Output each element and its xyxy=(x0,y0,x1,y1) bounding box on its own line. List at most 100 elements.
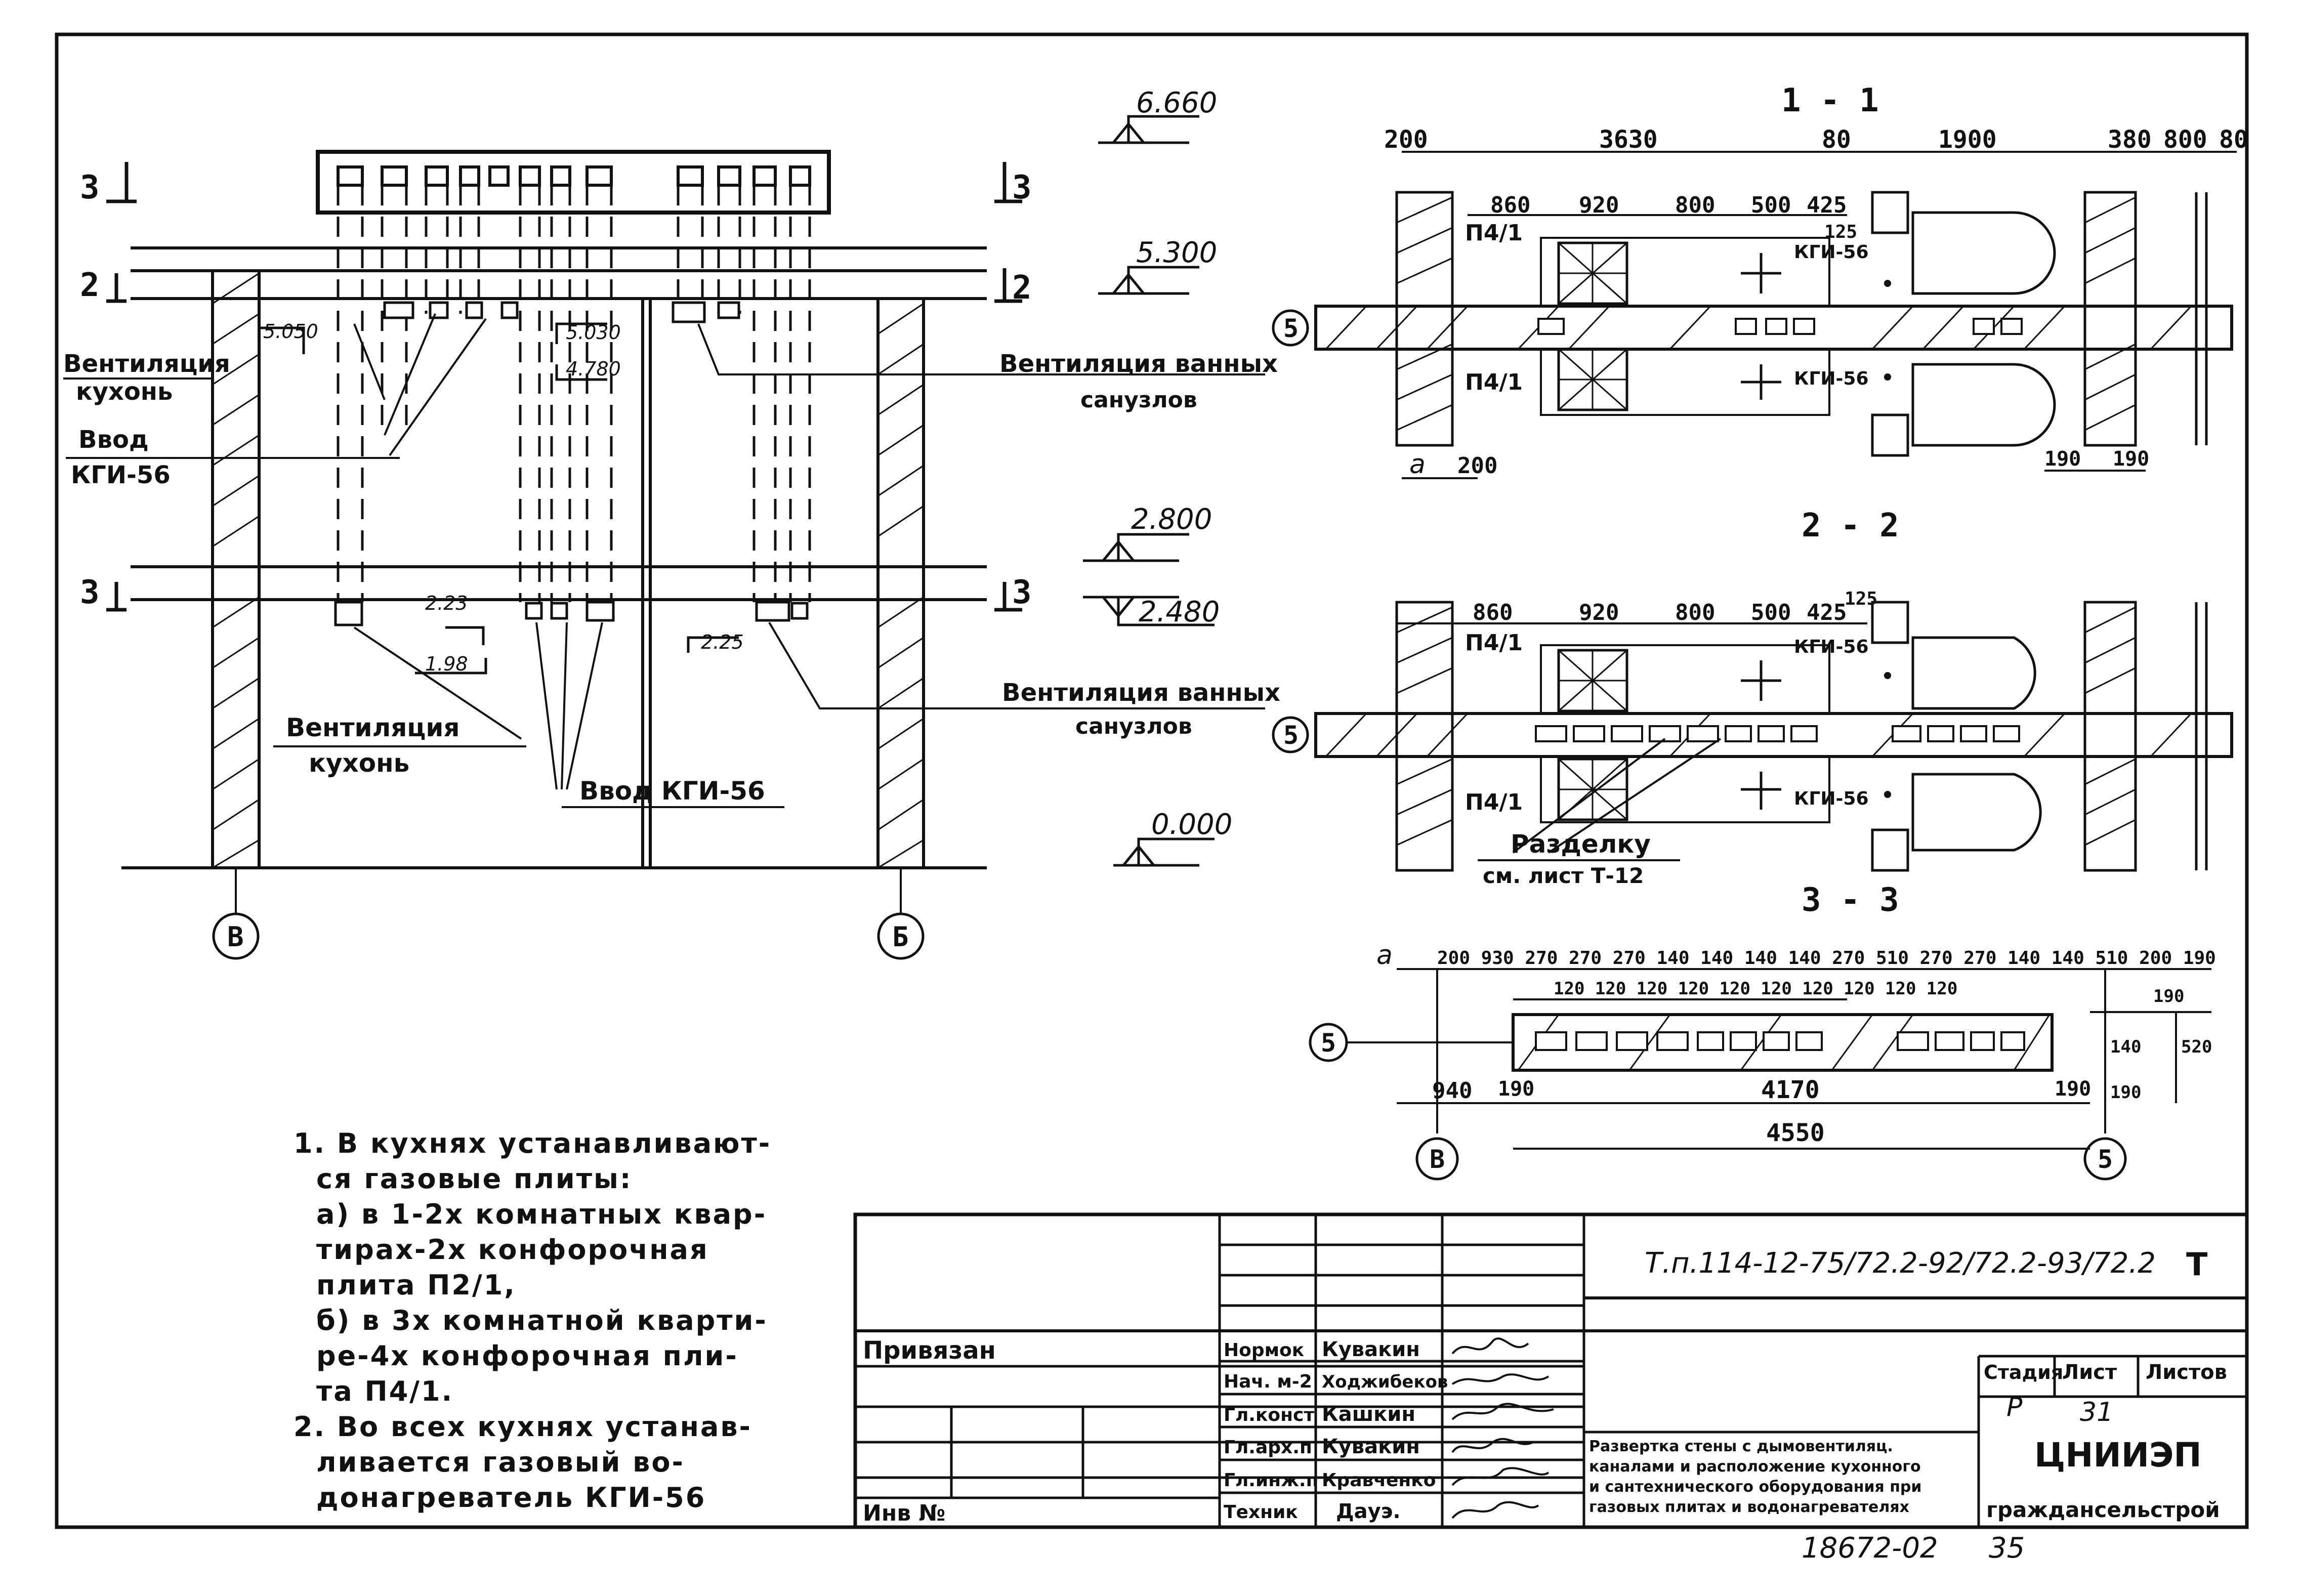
name-1: Ходжибеков xyxy=(1322,1372,1448,1392)
dim-800: 800 xyxy=(2163,125,2207,154)
chimney-openings xyxy=(337,165,811,187)
vent-kitchens-label-1: Вентиляция xyxy=(63,350,230,378)
axis-b-label: Б xyxy=(892,921,909,953)
dim-860: 860 xyxy=(1490,192,1530,218)
plan-33-dim-right-2: 190 xyxy=(2110,1082,2141,1103)
level-225: 2.25 xyxy=(701,631,744,653)
elevation-view: 3 2 3 3 2 3 6.660 5.300 2.800 2.480 0.00… xyxy=(63,87,1280,960)
dim-3630: 3630 xyxy=(1599,125,1658,154)
plan-11-dim-190b: 190 xyxy=(2113,447,2149,471)
plan-22-kgi-top: КГИ-56 xyxy=(1794,637,1869,657)
footer-page: 35 xyxy=(1989,1532,2025,1565)
note-line: та П4/1. xyxy=(316,1375,454,1407)
vent-kitchens-lower-2: кухонь xyxy=(309,748,409,778)
dim-80b: 80 xyxy=(2219,125,2248,154)
vent-bath-label-1: Вентиляция ванных xyxy=(999,350,1278,378)
desc-line-0: Развертка стены с дымовентиляц. xyxy=(1589,1438,1893,1455)
level-5030: 5.030 xyxy=(566,321,621,344)
axis-bubble-v xyxy=(212,912,260,960)
sec-mark-3-right: 3 xyxy=(1012,169,1032,206)
sec-mark-2-left: 2 xyxy=(80,267,100,304)
vent-bath-lower-2: санузлов xyxy=(1075,713,1192,739)
plan-11-axis-label: 5 xyxy=(1283,314,1299,343)
dim-860-22: 860 xyxy=(1473,600,1513,625)
dim-380: 380 xyxy=(2108,125,2152,154)
plan-22-p41-top: П4/1 xyxy=(1465,630,1523,656)
plan-22-p41-bottom: П4/1 xyxy=(1465,789,1523,815)
note-line: ливается газовый во- xyxy=(316,1446,685,1478)
plan-33-dim-190a: 190 xyxy=(1498,1077,1534,1101)
plan-11-axis-bubble xyxy=(1272,309,1309,347)
plan-22-axis-label: 5 xyxy=(1283,721,1299,750)
plan-11-kgi-top: КГИ-56 xyxy=(1794,242,1869,263)
plan-11-inner-dims: 860 920 800 500 425 125 xyxy=(1490,192,1857,242)
plan-22-title: 2 - 2 xyxy=(1802,507,1899,544)
dim-80: 80 xyxy=(1822,125,1851,154)
note-line: ся газовые плиты: xyxy=(316,1163,633,1195)
stage-value: Р xyxy=(2006,1392,2023,1422)
desc-line-2: и сантехнического оборудования при xyxy=(1589,1478,1921,1496)
plan-33-title: 3 - 3 xyxy=(1802,881,1899,919)
note-line: ре-4х конфорочная пли- xyxy=(316,1340,738,1372)
dim-425-22: 425 xyxy=(1807,600,1847,625)
note-line: плита П2/1, xyxy=(316,1269,516,1301)
level-2480: 2.480 xyxy=(1139,596,1220,628)
sheet-value: 31 xyxy=(2080,1397,2113,1427)
note-line: тирах-2х конфорочная xyxy=(316,1234,709,1266)
vent-bath-lower-1: Вентиляция ванных xyxy=(1002,679,1280,707)
plan-2-2: 2 - 2 860 920 800 500 425 125 xyxy=(1272,507,2233,888)
note-line: б) в 3х комнатной кварти- xyxy=(316,1305,768,1336)
org-name-1: ЦНИИЭП xyxy=(2034,1436,2202,1475)
dim-920: 920 xyxy=(1579,192,1619,218)
sec-mark-2-right: 2 xyxy=(1012,269,1032,307)
level-6660: 6.660 xyxy=(1136,87,1217,119)
inv-label: Инв № xyxy=(863,1500,945,1526)
plan-11-dim-a: а xyxy=(1409,449,1426,480)
plan-33-axis-bubble-left xyxy=(1415,1137,1459,1181)
plan-11-p41-bottom: П4/1 xyxy=(1465,369,1523,395)
inlet-lower-label: Ввод КГИ-56 xyxy=(579,776,765,806)
doc-code: Т.п.114-12-75/72.2-92/72.2-93/72.2 xyxy=(1645,1247,2156,1280)
plan-33-dim-4550: 4550 xyxy=(1766,1119,1825,1147)
level-198: 1.98 xyxy=(425,653,468,675)
plan-33-dim-right-3: 520 xyxy=(2181,1037,2212,1057)
section-mark: Т xyxy=(2186,1246,2207,1283)
dim-800b: 800 xyxy=(1675,192,1715,218)
plan-11-dim-190a: 190 xyxy=(2044,447,2081,471)
note-line: 1. В кухнях устанавливают- xyxy=(294,1127,772,1159)
handwritten-signatures xyxy=(1451,1337,1554,1519)
plan-33-dim-right-0: 190 xyxy=(2153,986,2184,1006)
dim-500: 500 xyxy=(1751,192,1791,218)
dim-200: 200 xyxy=(1384,125,1428,154)
signature-rows: Нормок Кувакин Нач. м-2 Ходжибеков Гл.ко… xyxy=(1224,1338,1448,1523)
section-marks xyxy=(106,162,1022,612)
plan-11-kgi-bottom: КГИ-56 xyxy=(1794,368,1869,389)
plan-33-axis-left-label: В xyxy=(1430,1145,1445,1174)
plan-11-dim-200: 200 xyxy=(1457,453,1497,479)
privyazan-label: Привязан xyxy=(863,1336,996,1365)
plan-11-title: 1 - 1 xyxy=(1781,82,1879,119)
name-4: Кравченко xyxy=(1322,1470,1436,1491)
level-4780: 4.780 xyxy=(566,358,621,380)
level-223: 2.23 xyxy=(425,592,468,614)
name-5: Дауэ. xyxy=(1336,1500,1401,1523)
plan-33-dim-a: а xyxy=(1376,940,1393,971)
wall-right xyxy=(876,297,925,869)
plan-1-1: 1 - 1 200 3630 80 1900 380 800 80 860 92… xyxy=(1272,82,2248,480)
note-line: 2. Во всех кухнях устанав- xyxy=(294,1411,752,1443)
plan-33-dims-second: 120 120 120 120 120 120 120 120 120 120 xyxy=(1554,979,1957,999)
dashed-flues xyxy=(337,185,811,602)
plan-3-3: 3 - 3 а 200 930 270 270 270 140 140 140 … xyxy=(1309,881,2216,1181)
inlet-label-1: Ввод xyxy=(78,426,149,454)
dim-425: 425 xyxy=(1807,192,1847,218)
role-0: Нормок xyxy=(1224,1340,1304,1361)
org-name-2: граждансельстрой xyxy=(1986,1497,2220,1522)
plan-33-axis-bubble-row xyxy=(1309,1023,1348,1062)
sec-mark-3-left: 3 xyxy=(80,169,100,206)
plan-33-axis-row-label: 5 xyxy=(1321,1028,1336,1058)
chimney-head xyxy=(316,150,831,215)
role-4: Гл.инж.п xyxy=(1224,1470,1318,1491)
name-0: Кувакин xyxy=(1322,1338,1420,1361)
stage-label: Стадия xyxy=(1984,1361,2063,1383)
